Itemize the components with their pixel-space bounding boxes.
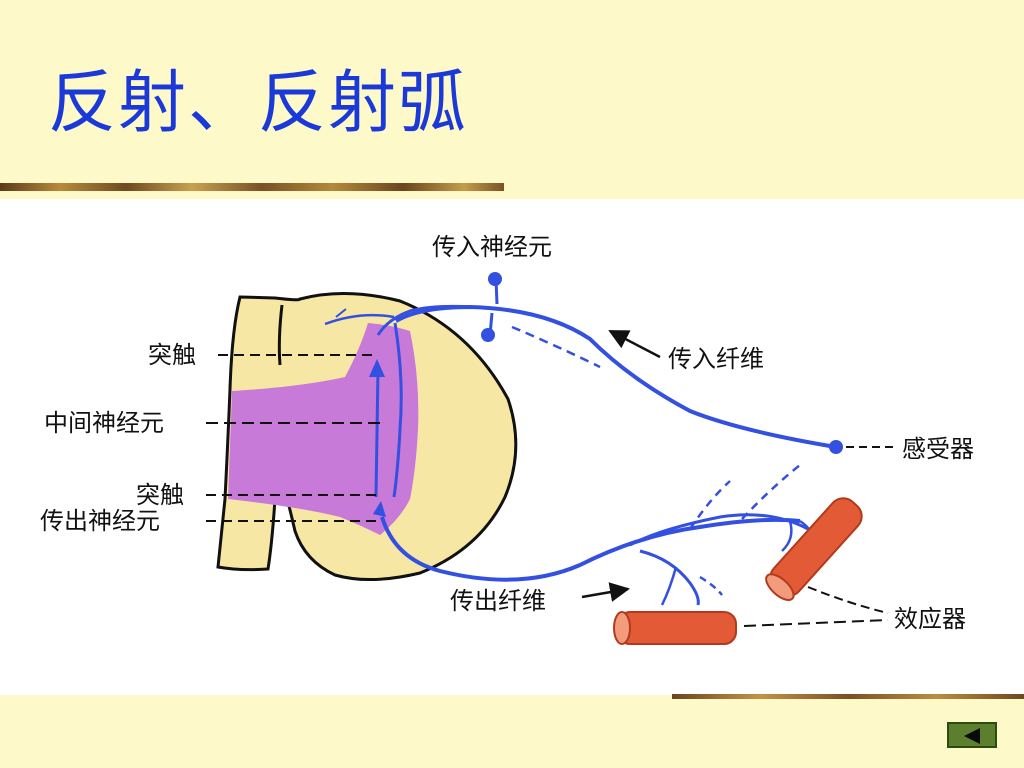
efferent-branch-upper bbox=[629, 513, 809, 547]
synapse-bottom-arrow bbox=[373, 501, 386, 517]
label-interneuron: 中间神经元 bbox=[44, 409, 164, 437]
effector-muscle-upper bbox=[765, 497, 863, 601]
label-afferent-neuron: 传入神经元 bbox=[432, 233, 552, 261]
efferent-twig-3 bbox=[781, 520, 793, 552]
efferent-dashed-2 bbox=[741, 464, 801, 520]
afferent-collateral bbox=[324, 313, 395, 326]
label-receptor: 感受器 bbox=[902, 435, 974, 463]
synapse-top-arrow bbox=[369, 359, 385, 377]
reflex-arc-diagram: 传入神经元 传入纤维 感受器 突触 中间神经元 突触 传出神经元 传出纤维 效应… bbox=[40, 233, 974, 645]
effector-muscle-lower bbox=[613, 611, 737, 645]
efferent-fiber bbox=[380, 516, 801, 582]
interneuron-axon-right bbox=[392, 322, 403, 498]
efferent-fiber-arrow bbox=[581, 582, 630, 602]
afferent-dashed-branch bbox=[511, 325, 601, 369]
footer-rule bbox=[672, 694, 1024, 699]
efferent-dashed-1 bbox=[688, 480, 731, 530]
afferent-soma-2 bbox=[481, 328, 495, 342]
dorsal-median-septum bbox=[277, 304, 284, 366]
label-effector: 效应器 bbox=[894, 605, 966, 633]
afferent-fiber-arrow bbox=[608, 329, 661, 359]
label-synapse-bottom: 突触 bbox=[136, 481, 184, 509]
receptor-dot bbox=[829, 440, 843, 454]
triangle-left-icon bbox=[964, 728, 980, 744]
label-afferent-fiber: 传入纤维 bbox=[668, 345, 764, 373]
leader-effector-upper bbox=[807, 586, 889, 614]
leader-effector-lower bbox=[743, 619, 889, 627]
slide-title: 反射、反射弧 bbox=[48, 64, 469, 143]
label-synapse-top: 突触 bbox=[148, 341, 196, 369]
label-efferent-fiber: 传出纤维 bbox=[450, 587, 546, 615]
efferent-twig-2 bbox=[699, 575, 723, 596]
reflex-arc-figure: 传入神经元 传入纤维 感受器 突触 中间神经元 突触 传出神经元 传出纤维 效应… bbox=[0, 199, 1024, 695]
afferent-fiber-branch bbox=[376, 304, 499, 336]
title-underline bbox=[0, 183, 504, 191]
label-efferent-neuron: 传出神经元 bbox=[40, 507, 160, 535]
afferent-collateral-tip bbox=[335, 308, 347, 318]
back-button[interactable] bbox=[947, 722, 997, 748]
interneuron-axon-left bbox=[374, 368, 380, 498]
efferent-branch-lower bbox=[639, 549, 700, 606]
efferent-twig-1 bbox=[660, 566, 678, 606]
afferent-soma bbox=[488, 272, 502, 286]
